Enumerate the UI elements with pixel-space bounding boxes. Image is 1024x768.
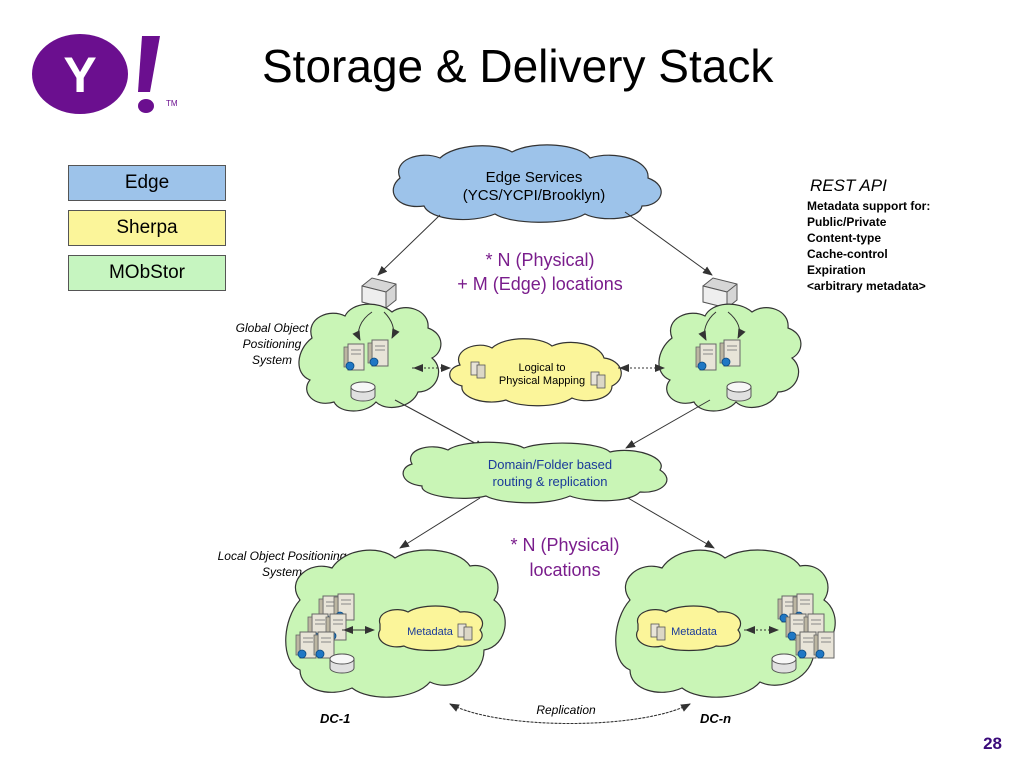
global-label-line2: Positioning xyxy=(243,337,302,351)
arrow-edge-to-left xyxy=(377,214,441,276)
rest-api-line-6: <arbitrary metadata> xyxy=(807,279,926,293)
metadata-cloud-left xyxy=(378,605,484,652)
server-icon xyxy=(307,613,329,641)
dcn-label: DC-n xyxy=(700,711,731,726)
edge-services-cloud: Edge Services (YCS/YCPI/Brooklyn) xyxy=(392,144,662,223)
legend-sherpa: Sherpa xyxy=(68,210,226,246)
logo-letter: Y xyxy=(63,47,96,103)
arrow-routing-to-dcn xyxy=(627,497,715,549)
server-icon xyxy=(333,593,355,621)
legend-sherpa-label: Sherpa xyxy=(116,217,178,238)
local-label-line2: System xyxy=(262,565,302,579)
server-icon xyxy=(813,631,835,659)
global-cloud-left xyxy=(298,303,442,412)
arrow-edge-to-right xyxy=(624,211,713,276)
server-icon xyxy=(792,593,814,621)
edge-services-line2: (YCS/YCPI/Brooklyn) xyxy=(463,187,606,204)
metadata-right-label: Metadata xyxy=(671,626,718,638)
legend-edge-label: Edge xyxy=(124,172,170,193)
physical-locations-line2: locations xyxy=(529,560,600,580)
logo-exclamation-dot xyxy=(138,99,154,113)
server-icon xyxy=(719,339,741,367)
rest-api-line-3: Content-type xyxy=(807,231,881,245)
metadata-server-icon xyxy=(457,623,473,641)
logical-mapping-line2: Physical Mapping xyxy=(499,375,585,387)
replication-label: Replication xyxy=(536,703,596,717)
global-label-line1: Global Object xyxy=(236,321,309,335)
edge-services-line1: Edge Services xyxy=(486,169,583,186)
server-icon xyxy=(318,595,340,623)
arrow-left-to-routing xyxy=(394,399,485,449)
global-cloud-right xyxy=(658,303,802,412)
slide-title: Storage & Delivery Stack xyxy=(262,40,774,92)
local-object-label: Local Object Positioning System xyxy=(218,549,347,579)
disk-icon xyxy=(329,653,355,674)
server-icon xyxy=(777,595,799,623)
logo-oval xyxy=(32,34,128,114)
dc1-label: DC-1 xyxy=(320,711,350,726)
disk-icon xyxy=(350,381,376,402)
arrow-right-to-routing xyxy=(625,399,711,449)
server-icon xyxy=(367,339,389,367)
logical-mapping-line1: Logical to xyxy=(518,362,565,374)
mapping-server-icon xyxy=(590,371,606,389)
domain-routing-line2: routing & replication xyxy=(493,474,608,489)
disk-icon xyxy=(771,653,797,674)
logo-exclamation-bar xyxy=(138,36,160,92)
dcn-cloud: Metadata xyxy=(615,549,836,698)
slide-number: 28 xyxy=(983,734,1002,753)
edge-box-right-icon xyxy=(702,277,738,309)
rest-api-details: Metadata support for: Public/Private Con… xyxy=(807,199,930,293)
rest-api-title: REST API xyxy=(810,176,887,195)
mapping-server-icon xyxy=(470,361,486,379)
metadata-server-icon xyxy=(650,623,666,641)
dc1-cloud: Metadata xyxy=(285,549,506,698)
logo-tm: TM xyxy=(166,99,178,108)
physical-edge-line1: * N (Physical) xyxy=(485,250,594,270)
server-icon xyxy=(695,343,717,371)
metadata-left-label: Metadata xyxy=(407,626,454,638)
global-label-line3: System xyxy=(252,353,292,367)
disk-icon xyxy=(726,381,752,402)
physical-edge-line2: + M (Edge) locations xyxy=(457,274,623,294)
domain-routing-line1: Domain/Folder based xyxy=(488,457,612,472)
metadata-cloud-right xyxy=(636,605,742,652)
rest-api-line-1: Metadata support for: xyxy=(807,199,930,213)
arrow-routing-to-dc1 xyxy=(399,497,481,549)
yahoo-logo: Y TM xyxy=(32,34,178,114)
legend-mobstor-label: MObStor xyxy=(108,262,186,283)
replication-arrow xyxy=(449,703,691,724)
rest-api-line-4: Cache-control xyxy=(807,247,888,261)
server-icon xyxy=(795,631,817,659)
local-label-line1: Local Object Positioning xyxy=(218,549,347,563)
server-icon xyxy=(295,631,317,659)
global-object-label: Global Object Positioning System xyxy=(236,321,309,367)
logical-mapping-cloud: Logical to Physical Mapping xyxy=(449,338,622,407)
physical-locations-line1: * N (Physical) xyxy=(510,535,619,555)
server-icon xyxy=(325,613,347,641)
edge-box-left-icon xyxy=(361,277,397,309)
rest-api-line-2: Public/Private xyxy=(807,215,887,229)
server-icon xyxy=(313,631,335,659)
rest-api-line-5: Expiration xyxy=(807,263,866,277)
domain-routing-cloud: Domain/Folder based routing & replicatio… xyxy=(402,441,668,504)
server-icon xyxy=(803,613,825,641)
legend-mobstor: MObStor xyxy=(68,255,226,291)
legend-edge: Edge xyxy=(68,165,226,201)
server-icon xyxy=(343,343,365,371)
server-icon xyxy=(785,613,807,641)
